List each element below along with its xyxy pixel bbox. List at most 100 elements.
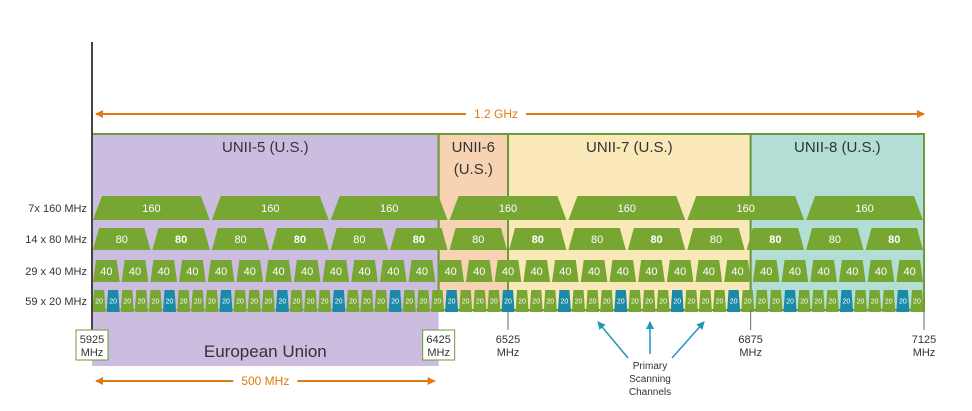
- channel-label: 20: [137, 299, 145, 306]
- channel-block: [163, 290, 177, 312]
- freq-unit: MHz: [81, 347, 104, 359]
- channel-block: [236, 260, 264, 282]
- channel-label: 40: [444, 266, 456, 278]
- channel-label: 80: [175, 234, 187, 246]
- bands-layer: UNII-5 (U.S.)UNII-6(U.S.)UNII-7 (U.S.)UN…: [91, 133, 926, 311]
- channel-label: 80: [294, 234, 306, 246]
- freq-unit: MHz: [913, 347, 936, 359]
- channel-block: [93, 196, 210, 220]
- channel-label: 40: [158, 266, 170, 278]
- channel-label: 20: [716, 299, 724, 306]
- band-label: UNII-5 (U.S.): [222, 139, 309, 156]
- channel-label: 80: [353, 234, 365, 246]
- channel-label: 40: [416, 266, 428, 278]
- channel-label: 20: [744, 299, 752, 306]
- channel-block: [882, 290, 896, 312]
- channel-block: [666, 260, 694, 282]
- channel-block: [150, 260, 178, 282]
- channel-block: [374, 290, 388, 312]
- channel-label: 20: [645, 299, 653, 306]
- channel-block: [529, 290, 543, 312]
- channel-label: 40: [358, 266, 370, 278]
- channel-label: 160: [618, 203, 636, 215]
- channel-label: 20: [321, 299, 329, 306]
- channel-block: [571, 290, 586, 312]
- channel-label: 40: [244, 266, 256, 278]
- channel-block: [727, 290, 741, 312]
- channel-block: [360, 290, 374, 312]
- channel-block: [543, 290, 557, 312]
- channel-block: [568, 228, 626, 250]
- channel-label: 40: [186, 266, 198, 278]
- channel-label: 20: [786, 299, 794, 306]
- channel-block: [600, 290, 614, 312]
- channel-label: 20: [828, 299, 836, 306]
- channel-block: [586, 290, 600, 312]
- spectrum-span-label-bg: [466, 106, 526, 122]
- channel-label: 20: [490, 299, 498, 306]
- channel-label: 160: [499, 203, 517, 215]
- channel-label: 40: [789, 266, 801, 278]
- channel-label: 20: [575, 299, 583, 306]
- freq-value: 6425: [426, 334, 450, 346]
- channel-label: 40: [760, 266, 772, 278]
- channel-block: [211, 196, 329, 220]
- channel-label: 160: [142, 203, 160, 215]
- channel-block: [656, 290, 670, 312]
- eu-region-label: European Union: [204, 342, 327, 361]
- band-7: [507, 133, 752, 311]
- channel-label: 40: [502, 266, 514, 278]
- channel-block: [449, 196, 567, 220]
- channel-block: [445, 290, 459, 312]
- channel-block: [437, 260, 464, 282]
- channel-label: 20: [589, 299, 597, 306]
- channel-label: 40: [674, 266, 686, 278]
- psc-arrow-right: [671, 321, 705, 359]
- channel-label: 20: [885, 299, 893, 306]
- channel-block: [322, 260, 350, 282]
- channel-block: [627, 228, 686, 250]
- channel-block: [811, 290, 825, 312]
- channel-block: [388, 290, 402, 312]
- channel-block: [390, 228, 448, 250]
- channel-label: 20: [264, 299, 272, 306]
- band-label-line-2: (U.S.): [454, 161, 493, 178]
- channel-block: [810, 260, 837, 282]
- channel-block: [271, 228, 329, 250]
- channel-block: [580, 260, 608, 282]
- channel-block: [781, 260, 809, 282]
- channel-label: 20: [419, 299, 427, 306]
- channel-label: 40: [559, 266, 571, 278]
- channel-block: [148, 290, 163, 312]
- channel-block: [712, 290, 727, 312]
- channel-label: 160: [380, 203, 398, 215]
- channel-block: [896, 290, 910, 312]
- channel-label: 40: [703, 266, 715, 278]
- channel-block: [609, 260, 637, 282]
- channel-block: [459, 290, 473, 312]
- channel-label: 80: [591, 234, 603, 246]
- channel-block: [509, 228, 567, 250]
- channel-label: 20: [208, 299, 216, 306]
- channel-label: 20: [518, 299, 526, 306]
- channel-block: [741, 290, 755, 312]
- channel-label: 40: [875, 266, 887, 278]
- channel-block: [179, 260, 206, 282]
- freq-marker-box: [75, 329, 109, 361]
- psc-arrow-left: [597, 321, 629, 359]
- eu-span: 500 MHz: [95, 373, 436, 389]
- channel-label: 20: [250, 299, 258, 306]
- channel-block: [557, 290, 571, 312]
- channel-label: 20: [109, 299, 117, 306]
- channel-label: 20: [871, 299, 879, 306]
- channel-block: [351, 260, 378, 282]
- channel-label: 40: [387, 266, 399, 278]
- channel-label: 20: [800, 299, 808, 306]
- channel-label: 20: [166, 299, 174, 306]
- channel-block: [152, 228, 210, 250]
- channel-label: 20: [123, 299, 131, 306]
